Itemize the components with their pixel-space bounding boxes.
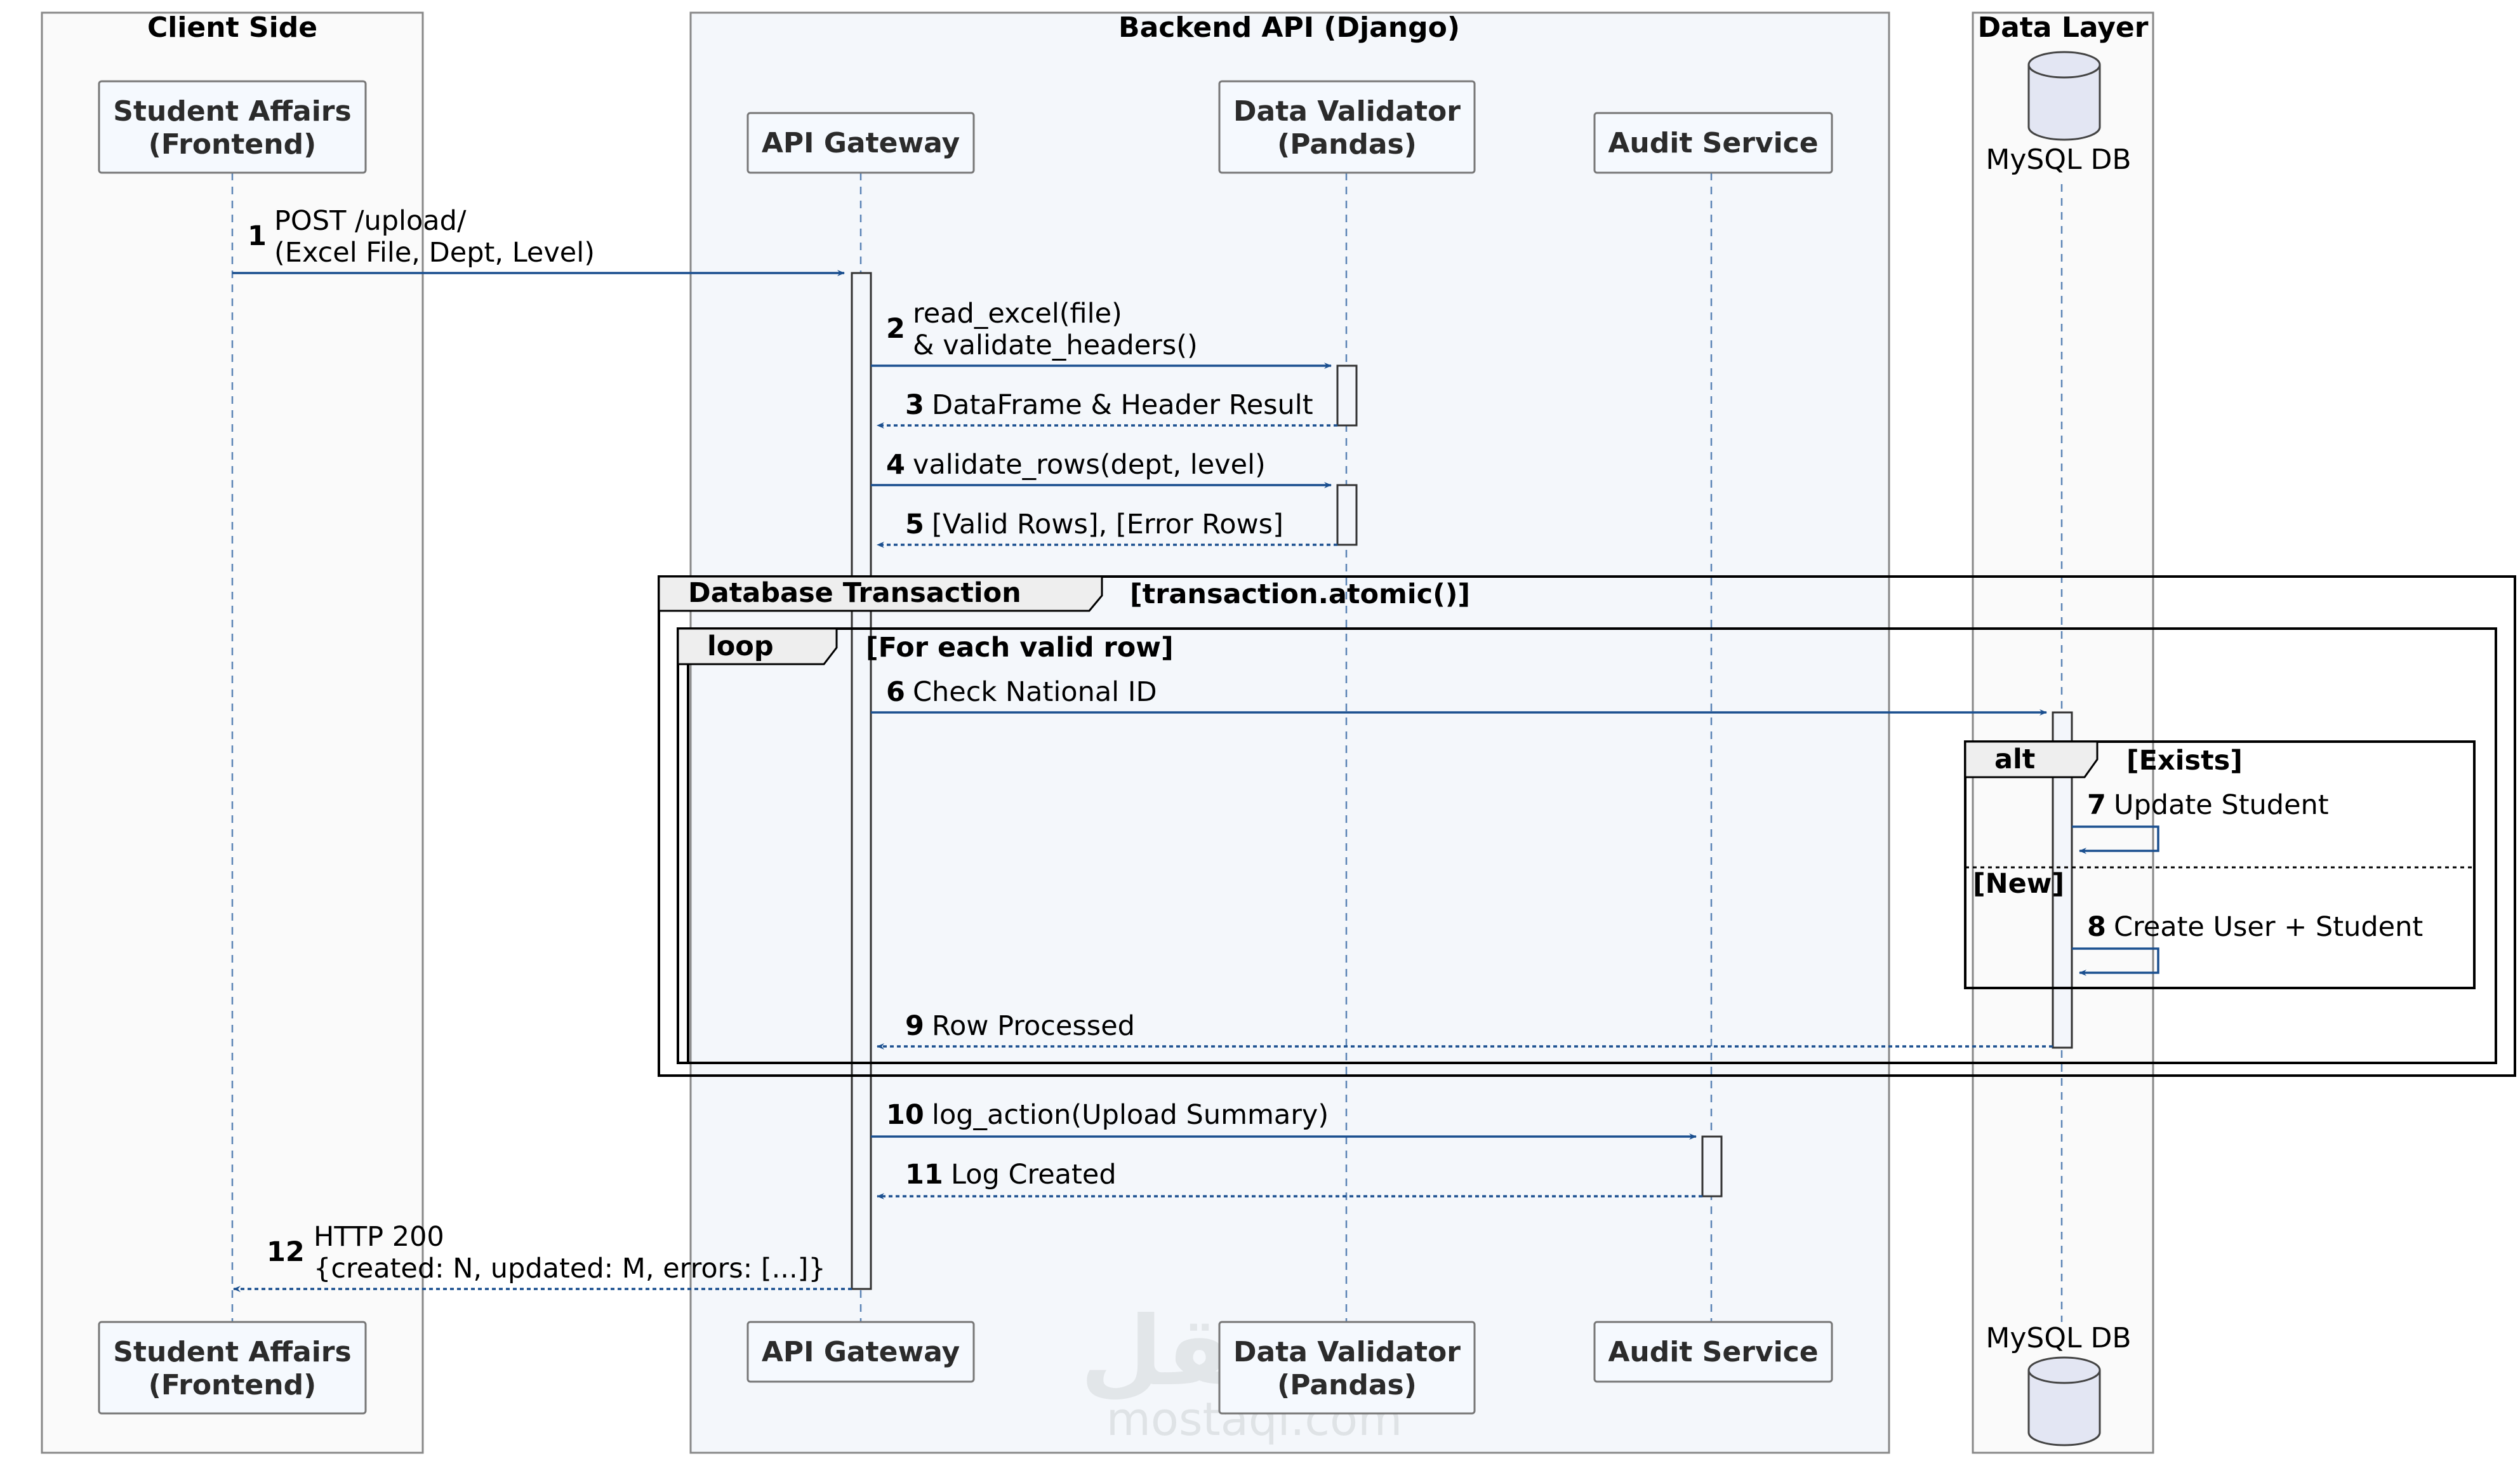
message-label: Update Student (2114, 789, 2329, 821)
participant-label: Audit Service (1608, 127, 1818, 159)
message-label: DataFrame & Header Result (932, 389, 1313, 421)
fragment-guard: [transaction.atomic()] (1130, 578, 1470, 610)
box-backend-api: Backend API (Django) (689, 11, 1890, 1454)
participant-label: (Frontend) (149, 1369, 316, 1401)
database-icon (2027, 51, 2101, 141)
message-arrow (2072, 825, 2159, 854)
message-label: {created: N, updated: M, errors: [...]} (314, 1253, 826, 1285)
participant-label: API Gateway (762, 127, 960, 159)
message-5: 5 [Valid Rows], [Error Rows] (877, 509, 1337, 548)
participant-label: Data Validator (1233, 1336, 1461, 1368)
message-number: 8 (2087, 911, 2106, 943)
participant-label: Student Affairs (113, 1336, 351, 1368)
message-label: POST /upload/ (274, 205, 467, 237)
message-6: 6 Check National ID (871, 676, 2047, 716)
database-icon (2027, 1356, 2101, 1446)
message-number: 6 (886, 676, 905, 708)
participant-label: MySQL DB (1986, 143, 2131, 176)
message-label: Log Created (951, 1159, 1117, 1191)
participant-gateway-top: API Gateway (746, 112, 975, 174)
fragment-guard: [For each valid row] (866, 632, 1174, 664)
message-arrow (2072, 947, 2159, 976)
message-4: 4 validate_rows(dept, level) (871, 449, 1332, 488)
participant-label: MySQL DB (1986, 1322, 2131, 1354)
box-title-data: Data Layer (1978, 11, 2149, 44)
box-title-backend: Backend API (Django) (1118, 11, 1460, 44)
message-1: 1 POST /upload/ (Excel File, Dept, Level… (232, 205, 845, 276)
participant-label: (Pandas) (1277, 1369, 1417, 1401)
fragment-keyword: Database Transaction (688, 577, 1021, 609)
message-label: Create User + Student (2114, 911, 2423, 943)
fragment-keyword: loop (707, 631, 774, 662)
message-number: 1 (248, 220, 267, 252)
participant-validator-bottom: Data Validator (Pandas) (1218, 1321, 1476, 1415)
message-number: 4 (886, 449, 905, 481)
participant-validator-top: Data Validator (Pandas) (1218, 80, 1476, 174)
message-number: 10 (886, 1099, 924, 1131)
participant-frontend-bottom: Student Affairs (Frontend) (98, 1321, 367, 1415)
message-label: HTTP 200 (314, 1221, 444, 1253)
message-number: 11 (905, 1159, 943, 1191)
fragment-loop: loop [For each valid row] (677, 627, 2497, 1064)
participant-frontend-top: Student Affairs (Frontend) (98, 80, 367, 174)
participant-gateway-bottom: API Gateway (746, 1321, 975, 1383)
message-number: 7 (2087, 789, 2106, 821)
message-8: 8 Create User + Student (2072, 911, 2423, 976)
message-12: 12 HTTP 200 {created: N, updated: M, err… (233, 1221, 852, 1292)
message-label: log_action(Upload Summary) (932, 1099, 1329, 1131)
box-title-client: Client Side (147, 11, 317, 44)
message-number: 3 (905, 389, 924, 421)
message-label: Row Processed (932, 1010, 1135, 1042)
participant-label: (Pandas) (1277, 128, 1417, 161)
message-3: 3 DataFrame & Header Result (877, 389, 1337, 429)
fragment-guard: [Exists] (2126, 745, 2243, 777)
message-number: 2 (886, 313, 905, 345)
message-label: validate_rows(dept, level) (913, 449, 1266, 481)
participant-label: Audit Service (1608, 1336, 1818, 1368)
message-number: 5 (905, 509, 924, 540)
fragment-alt: alt [Exists] [New] (1964, 740, 2476, 989)
message-7: 7 Update Student (2072, 789, 2329, 854)
activation-validator-1 (1336, 364, 1358, 427)
participant-label: API Gateway (762, 1336, 960, 1368)
participant-label: (Frontend) (149, 128, 316, 161)
participant-label: Student Affairs (113, 95, 351, 128)
fragment-keyword: alt (1994, 744, 2035, 775)
participant-audit-bottom: Audit Service (1593, 1321, 1833, 1383)
message-label: read_excel(file) (913, 298, 1122, 330)
message-number: 12 (267, 1236, 305, 1268)
participant-db-top: MySQL DB (1986, 51, 2132, 176)
fragment-else-guard: [New] (1973, 868, 2064, 900)
activation-audit (1701, 1135, 1723, 1198)
message-label: Check National ID (913, 676, 1157, 708)
activation-validator-2 (1336, 484, 1358, 546)
message-10: 10 log_action(Upload Summary) (871, 1099, 1697, 1140)
participant-label: Data Validator (1233, 95, 1461, 128)
message-11: 11 Log Created (877, 1159, 1702, 1199)
message-label: [Valid Rows], [Error Rows] (932, 509, 1283, 540)
activation-gateway (851, 272, 872, 1290)
message-label: (Excel File, Dept, Level) (274, 237, 595, 269)
message-9: 9 Row Processed (877, 1010, 2053, 1050)
fragment-database-transaction: Database Transaction [transaction.atomic… (658, 575, 2516, 1077)
message-2: 2 read_excel(file) & validate_headers() (871, 298, 1332, 369)
message-label: & validate_headers() (913, 330, 1198, 361)
message-number: 9 (905, 1010, 924, 1042)
participant-db-bottom: MySQL DB (1986, 1322, 2132, 1446)
participant-audit-top: Audit Service (1593, 112, 1833, 174)
